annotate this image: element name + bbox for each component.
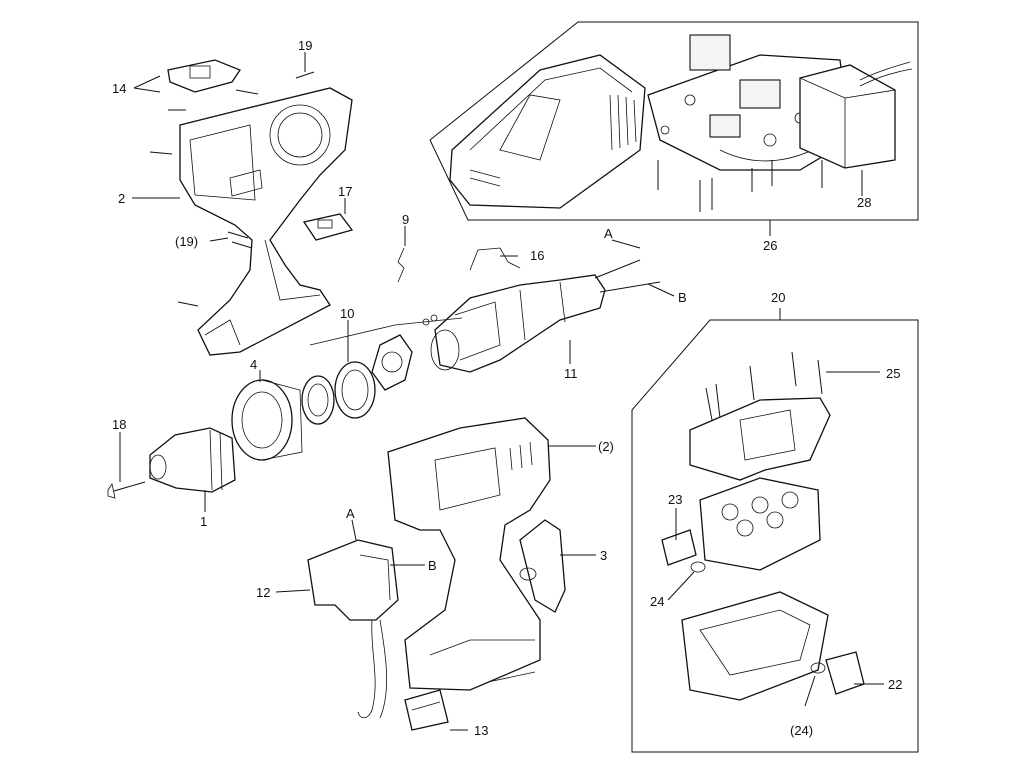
label-1: 1 bbox=[200, 514, 207, 529]
label-13: 13 bbox=[474, 723, 488, 738]
battery-latch-22 bbox=[825, 651, 865, 695]
battery-latch-23 bbox=[661, 529, 697, 566]
label-A-switch: A bbox=[346, 506, 355, 521]
label-20: 20 bbox=[771, 290, 785, 305]
label-19: 19 bbox=[298, 38, 312, 53]
label-26: 26 bbox=[763, 238, 777, 253]
label-2: 2 bbox=[118, 191, 125, 206]
label-17: 17 bbox=[338, 184, 352, 199]
torque-collar-4 bbox=[231, 379, 303, 461]
chuck-1 bbox=[149, 427, 236, 493]
gear-ring bbox=[371, 334, 413, 391]
label-A-top: A bbox=[604, 226, 613, 241]
battery-top-cover bbox=[689, 397, 831, 481]
charger-group-frame bbox=[429, 21, 919, 221]
battery-group-frame bbox=[631, 319, 919, 753]
transformer-28 bbox=[799, 61, 913, 169]
label-11: 11 bbox=[564, 366, 578, 381]
label-23: 23 bbox=[668, 492, 682, 507]
screw-18 bbox=[107, 481, 146, 499]
label-12: 12 bbox=[256, 585, 270, 600]
label-B-top: B bbox=[678, 290, 687, 305]
label-24: 24 bbox=[650, 594, 664, 609]
label-14: 14 bbox=[112, 81, 126, 96]
retainer-clip-16 bbox=[469, 247, 521, 271]
label-3: 3 bbox=[600, 548, 607, 563]
housing-screws-19 bbox=[149, 71, 315, 307]
leader-lines bbox=[119, 52, 884, 731]
label-2-paren: (2) bbox=[598, 439, 614, 454]
top-cover-14 bbox=[167, 59, 241, 93]
label-4: 4 bbox=[250, 357, 257, 372]
label-10: 10 bbox=[340, 306, 354, 321]
switch-part-17 bbox=[302, 213, 354, 241]
label-22: 22 bbox=[888, 677, 902, 692]
battery-case bbox=[681, 591, 829, 701]
spring-24-alt bbox=[810, 662, 826, 674]
trigger-switch-12 bbox=[307, 519, 425, 719]
battery-group bbox=[631, 308, 919, 753]
terminal-13 bbox=[404, 689, 449, 731]
part-labels: 19 14 2 17 (19) 9 16 A B 10 11 4 18 1 (2… bbox=[112, 38, 902, 738]
charger-base bbox=[449, 54, 646, 209]
side-handle-3 bbox=[519, 519, 566, 613]
label-18: 18 bbox=[112, 417, 126, 432]
main-housing-2 bbox=[387, 417, 551, 691]
battery-cells bbox=[699, 477, 821, 571]
label-19-paren: (19) bbox=[175, 234, 198, 249]
spring-24 bbox=[690, 561, 706, 573]
battery-screws-25 bbox=[705, 351, 823, 421]
springs-10 bbox=[301, 317, 463, 425]
label-B-switch: B bbox=[428, 558, 437, 573]
label-24-paren: (24) bbox=[790, 723, 813, 738]
spring-clip-9 bbox=[397, 247, 405, 283]
label-16: 16 bbox=[530, 248, 544, 263]
label-25: 25 bbox=[886, 366, 900, 381]
label-28: 28 bbox=[857, 195, 871, 210]
charger-group bbox=[429, 21, 919, 236]
motor-gearbox-11 bbox=[430, 239, 675, 373]
charger-screws bbox=[657, 160, 823, 212]
housing-half-2 bbox=[179, 87, 353, 356]
label-9: 9 bbox=[402, 212, 409, 227]
